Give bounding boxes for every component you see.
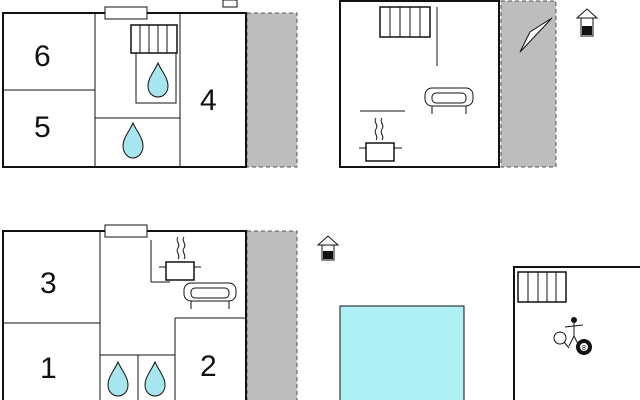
window bbox=[104, 224, 148, 238]
terrace-area bbox=[246, 12, 298, 168]
room-number: 1 bbox=[40, 352, 57, 385]
room-number: 3 bbox=[40, 267, 57, 300]
shower-drop-icon bbox=[122, 121, 144, 159]
radiator-icon bbox=[517, 271, 567, 303]
unit-top-right bbox=[339, 0, 599, 168]
unit-bottom-right: 8 bbox=[513, 266, 640, 400]
radiator-icon bbox=[130, 24, 178, 54]
shower-cubicle bbox=[135, 52, 177, 104]
window-small bbox=[222, 0, 238, 8]
billiard-ball-icon: 8 bbox=[576, 339, 592, 355]
room-number: 4 bbox=[200, 84, 217, 117]
sofa-icon bbox=[183, 282, 237, 309]
kitchen-pot-icon bbox=[150, 236, 201, 283]
terrace-area bbox=[500, 0, 557, 168]
sofa-icon bbox=[424, 87, 474, 114]
triangle-icon bbox=[519, 17, 553, 53]
unit-top-left: 6 5 4 bbox=[2, 0, 298, 168]
building-outline bbox=[513, 266, 640, 400]
pool bbox=[339, 305, 465, 400]
room-number: 6 bbox=[34, 40, 51, 73]
building-outline bbox=[339, 0, 500, 168]
terrace-area bbox=[246, 230, 298, 400]
kitchen-pot-icon bbox=[359, 117, 402, 162]
billiard-ball-label: 8 bbox=[582, 345, 586, 352]
room-number: 2 bbox=[200, 350, 217, 383]
table-tennis-icon bbox=[553, 317, 584, 349]
room-number: 5 bbox=[34, 111, 51, 144]
shower-drop-icon bbox=[144, 360, 166, 397]
shower-drop-icon bbox=[107, 360, 129, 397]
shower-drop-icon bbox=[147, 61, 169, 98]
unit-bottom-left: 3 1 2 bbox=[2, 224, 340, 400]
house-entrance-icon bbox=[575, 8, 599, 37]
window bbox=[104, 6, 148, 20]
house-entrance-icon bbox=[316, 235, 340, 261]
radiator-icon bbox=[379, 6, 431, 38]
